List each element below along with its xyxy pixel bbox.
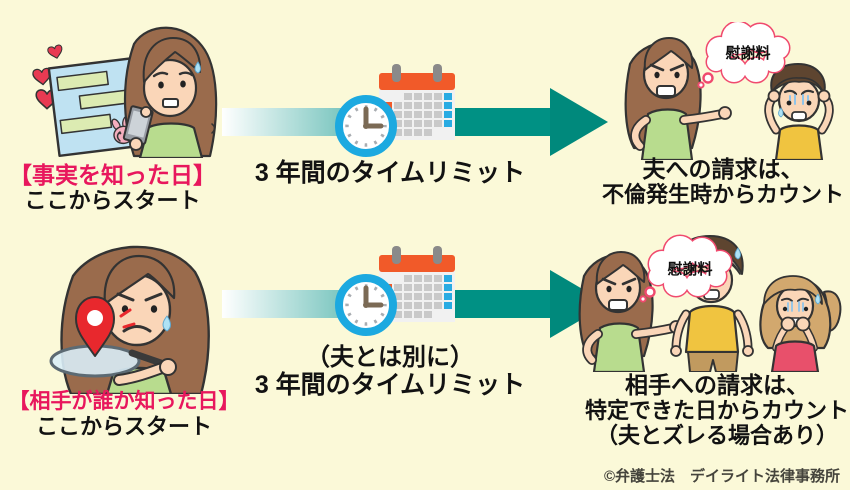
row2-timelimit-text: 3 年間のタイムリミット — [254, 371, 526, 400]
row2-result-line1: 相手への請求は、 — [625, 372, 809, 398]
calendar-icon — [379, 64, 455, 140]
row2-timelimit-label: （夫とは別に） 3 年間のタイムリミット — [240, 344, 540, 400]
worried-mistress — [759, 275, 842, 372]
worried-woman-with-phone — [116, 26, 218, 158]
row2-result-line2: 特定できた日からカウント — [584, 398, 849, 424]
row2-start-note: ここからスタート — [35, 413, 212, 439]
row1-start-label: 【事実を知った日】 ここからスタート — [5, 162, 220, 213]
row2-result-line3: （夫とズレる場合あり） — [595, 423, 838, 449]
clock-icon — [335, 95, 397, 157]
woman-discovers-affair-illustration — [32, 26, 218, 158]
clock-icon — [335, 274, 397, 336]
wife-demands-husband-illustration — [624, 22, 834, 160]
row1-result-label: 夫への請求は、 不倫発生時からカウント — [597, 156, 849, 207]
row2-start-label: 【相手が誰か知った日】 ここからスタート — [0, 390, 248, 439]
row1-start-day: 【事実を知った日】 — [9, 162, 216, 188]
row2-timelimit-note: （夫とは別に） — [306, 344, 474, 371]
row1-result-line1: 夫への請求は、 — [642, 156, 804, 182]
angry-wife — [624, 37, 732, 160]
crying-husband — [764, 63, 834, 160]
row1-timelimit-label: 3 年間のタイムリミット — [254, 159, 526, 187]
row2-start-day: 【相手が誰か知った日】 — [8, 390, 240, 413]
speech-bubble-icon — [639, 234, 733, 303]
map-pin-icon — [75, 296, 115, 357]
angry-wife — [578, 251, 683, 372]
row2-result-label: 相手への請求は、 特定できた日からカウント （夫とズレる場合あり） — [583, 372, 850, 448]
compensation-bubble-text: 慰謝料 — [725, 45, 771, 62]
row1-start-note: ここからスタート — [24, 188, 201, 214]
compensation-bubble-text: 慰謝料 — [667, 261, 713, 278]
woman-searching-identity-illustration — [49, 245, 210, 394]
wife-demands-husband-and-mistress-illustration — [578, 234, 842, 372]
copyright-notice: ©弁護士法 デイライト法律事務所 — [603, 468, 840, 485]
speech-bubble-icon — [697, 22, 791, 89]
row1-result-line2: 不倫発生時からカウント — [601, 182, 844, 208]
